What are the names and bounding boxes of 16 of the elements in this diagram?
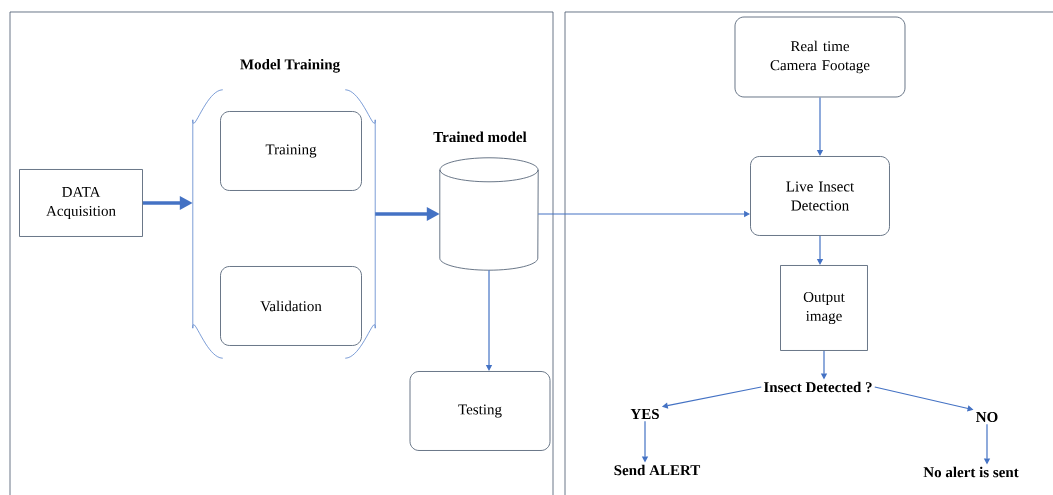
result-label: Send ALERT	[614, 464, 701, 476]
process-box: Output image	[780, 265, 868, 351]
outcome-label: NO	[976, 411, 998, 423]
process-box: Testing	[409, 371, 551, 451]
process-box: Validation	[220, 266, 362, 346]
result-label: No alert is sent	[923, 466, 1019, 478]
database-cylinder: Trained model	[433, 131, 539, 271]
process-box: Live Insect Detection	[750, 156, 890, 236]
process-box: Training	[220, 111, 362, 191]
panel-frame	[564, 11, 1053, 495]
process-box: Real time Camera Footage	[734, 16, 906, 98]
process-box: DATA Acquisition	[19, 169, 143, 237]
panel-frame	[9, 11, 554, 495]
decision-label: Insect Detected ?	[763, 381, 872, 393]
outcome-label: YES	[630, 408, 659, 420]
node-label: Trained model	[433, 131, 527, 143]
